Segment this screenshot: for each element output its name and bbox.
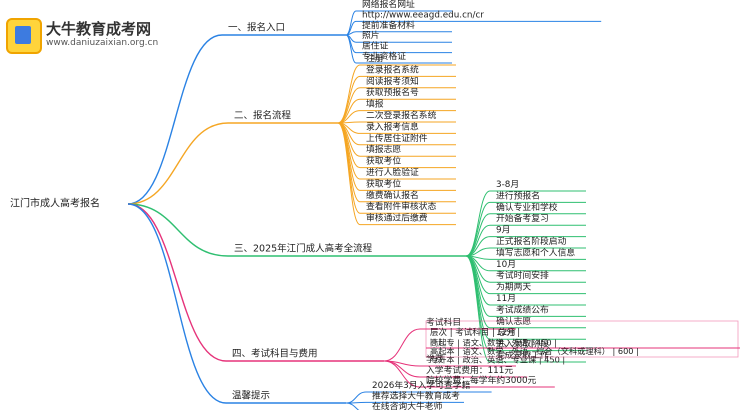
leaf-node: 缴费确认报名 xyxy=(366,189,419,201)
leaf-node: 网络报名网址 xyxy=(362,0,415,10)
leaf-node: 在线咨询大牛老师 xyxy=(372,400,443,410)
leaf-node: 专业资格证 xyxy=(362,50,406,62)
leaf-connector xyxy=(345,10,357,36)
watermark-url: www.daniuzaixian.org.cn xyxy=(46,38,159,48)
table-row: 专升本 | 政治、英语、专业课 | 450 | xyxy=(430,355,565,365)
branch-connector xyxy=(127,203,227,362)
leaf-connector xyxy=(337,122,361,226)
leaf-node: 获取考位 xyxy=(366,155,401,167)
leaf-node: 获取考位 xyxy=(366,177,401,189)
leaf-connector xyxy=(383,328,421,362)
leaf-node: 登录报名系统 xyxy=(366,63,419,75)
leaf-node: 考试科目 xyxy=(426,316,461,328)
leaf-connector xyxy=(337,87,361,124)
leaf-node: 查看附件审核状态 xyxy=(366,200,437,212)
leaf-node: 考试成绩公布 xyxy=(496,303,549,315)
watermark-name: 大牛教育成考网 xyxy=(46,20,152,38)
leaf-node: 居住证 xyxy=(362,40,389,52)
root-node: 江门市成人高考报名 xyxy=(10,197,100,210)
table-divider: |-|-|-| xyxy=(430,339,445,346)
leaf-connector xyxy=(345,34,357,64)
leaf-connector xyxy=(337,64,361,124)
branch-label: 四、考试科目与费用 xyxy=(232,348,318,360)
leaf-node: 填报志愿 xyxy=(366,143,401,155)
leaf-node: 11月 xyxy=(496,293,516,304)
leaf-node: 3-8月 xyxy=(496,179,519,190)
leaf-node: 上传居住证附件 xyxy=(366,132,428,144)
leaf-connector xyxy=(465,213,491,257)
leaf-connector xyxy=(345,391,367,404)
leaf-node: 注册 xyxy=(366,52,384,64)
watermark-logo: 大牛教育成考网 www.daniuzaixian.org.cn xyxy=(6,18,246,54)
leaf-node: 12月 xyxy=(496,327,516,338)
branch-label: 三、2025年江门成人高考全流程 xyxy=(234,243,373,255)
branch-label: 二、报名流程 xyxy=(234,110,292,122)
leaf-connector xyxy=(465,255,491,363)
leaf-node: 照片 xyxy=(362,29,380,41)
branch-connector xyxy=(127,203,229,257)
leaf-node: 确认专业和学校 xyxy=(496,201,558,213)
leaf-node: 10月 xyxy=(496,259,516,270)
leaf-node: 录入报考信息 xyxy=(366,120,419,132)
leaf-node: 9月 xyxy=(496,225,510,236)
leaf-node: 二次登录报名系统 xyxy=(366,109,437,121)
table-header: 层次 | 考试科目 | 总分 | xyxy=(430,327,520,338)
leaf-node: 阅读报考须知 xyxy=(366,75,419,87)
leaf-connector xyxy=(345,402,360,410)
leaf-node: 进入录取阶段 xyxy=(496,338,549,350)
table-row: 高起本 | 语文、数学、外语、综合（文科或理科） | 600 | xyxy=(430,346,639,356)
branch-connector xyxy=(127,34,223,205)
leaf-node: 进行预报名 xyxy=(496,189,540,201)
table-frame xyxy=(425,320,739,358)
logo-icon xyxy=(6,18,42,54)
leaf-node: 完成录取工作 xyxy=(496,349,549,361)
leaf-connector xyxy=(383,360,421,388)
leaf-node: 院校学费：每学年约3000元 xyxy=(426,374,537,386)
leaf-node: 填写志愿和个人信息 xyxy=(496,246,575,258)
leaf-node: 学费 xyxy=(426,353,444,365)
branch-label: 一、报名入口 xyxy=(228,22,285,34)
leaf-node: 为期两天 xyxy=(496,281,531,293)
leaf-node: 考试时间安排 xyxy=(496,269,549,281)
leaf-node: 获取预报名号 xyxy=(366,86,419,98)
leaf-node: 开始备考复习 xyxy=(496,212,549,224)
leaf-node: 推荐选择大牛教育成考 xyxy=(372,389,460,401)
leaf-node: http://www.eeagd.edu.cn/cr xyxy=(362,10,484,20)
table-row: 高起专 | 语文、数学、外语 | 450 | xyxy=(430,338,557,348)
branch-label: 温馨提示 xyxy=(232,390,270,402)
leaf-node: 2026年3月入学可查学籍 xyxy=(372,379,471,391)
leaf-node: 审核通过后缴费 xyxy=(366,212,428,224)
branch-connector xyxy=(127,122,229,205)
leaf-node: 填报 xyxy=(366,98,384,110)
leaf-connector xyxy=(345,401,367,404)
leaf-node: 入学考试费用：111元 xyxy=(426,364,513,376)
branch-connector xyxy=(127,203,227,404)
leaf-node: 提前准备材料 xyxy=(362,19,415,31)
leaf-node: 正式报名阶段启动 xyxy=(496,235,567,247)
leaf-node: 进行人脸验证 xyxy=(366,166,419,178)
